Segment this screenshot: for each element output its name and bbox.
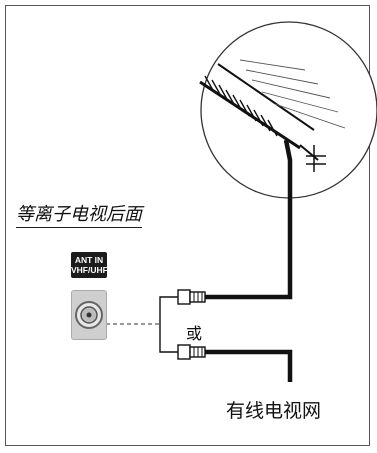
coax-plug-icon xyxy=(177,289,206,305)
panel-label: 等离子电视后面 xyxy=(16,200,142,228)
cable-tv-label: 有线电视网 xyxy=(226,400,322,422)
antenna-icon xyxy=(199,21,377,199)
ant-in-badge: ANT IN VHF/UHF xyxy=(71,252,108,278)
rf-connector-graphic xyxy=(75,301,103,329)
rf-connector-icon xyxy=(71,290,107,340)
coax-plug-icon xyxy=(177,344,206,360)
diagram-frame xyxy=(5,5,370,446)
port-label-line1: ANT IN xyxy=(74,255,104,265)
port-label-line2: VHF/UHF xyxy=(71,265,108,275)
or-label: 或 xyxy=(186,324,203,343)
